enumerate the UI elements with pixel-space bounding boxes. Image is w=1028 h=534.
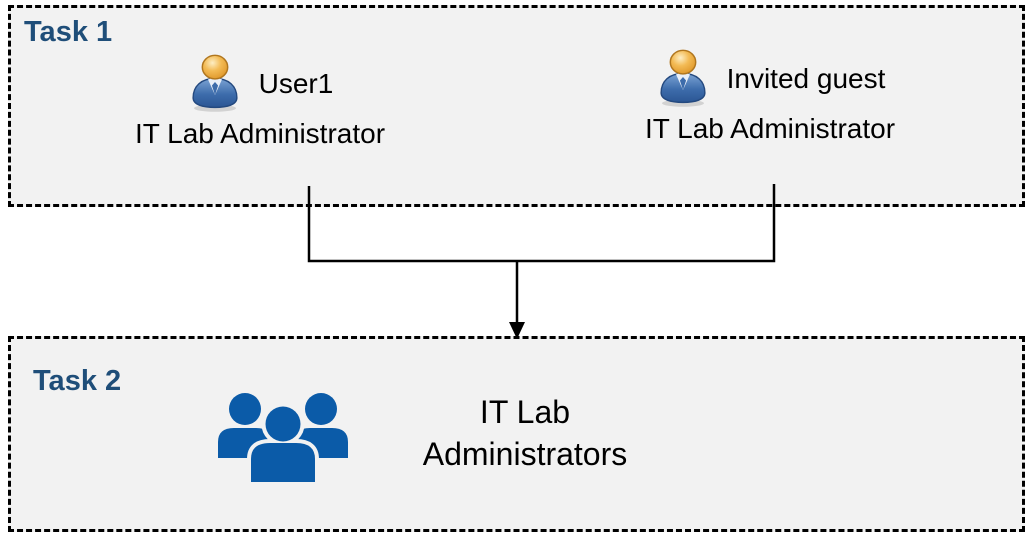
user-name: User1 (258, 68, 334, 99)
group-name-line2: Administrators (422, 436, 628, 472)
people-group-icon (212, 386, 354, 486)
user-entry-user1: User1 IT Lab Administrator (115, 52, 405, 150)
group-name-line1: IT Lab (479, 394, 571, 430)
user-entry-invited-guest: Invited guest IT Lab Administrator (588, 47, 952, 145)
person-icon (187, 50, 243, 119)
group-name: IT Lab Administrators (395, 391, 655, 475)
task1-label: Task 1 (24, 16, 113, 48)
user-role: IT Lab Administrator (644, 113, 896, 144)
task2-box (8, 336, 1025, 532)
task1-box (8, 5, 1025, 207)
user-name: Invited guest (726, 63, 886, 94)
user-role: IT Lab Administrator (134, 118, 386, 149)
task2-label: Task 2 (33, 365, 122, 397)
person-icon (655, 45, 711, 114)
